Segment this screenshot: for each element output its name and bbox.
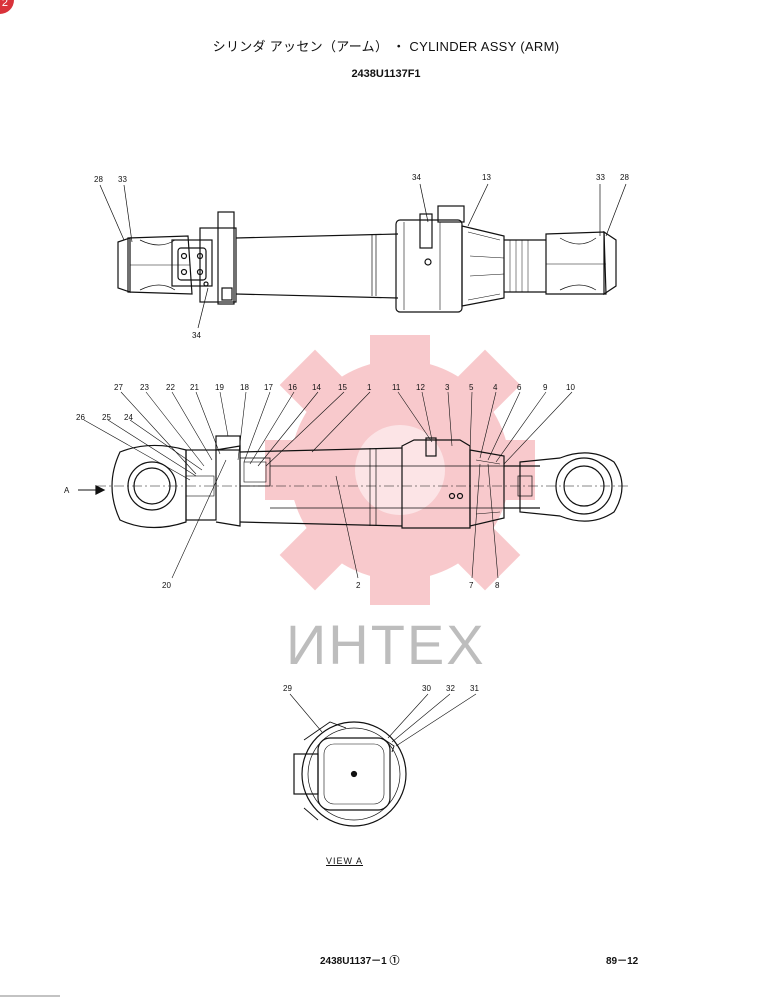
label-1: 1 bbox=[367, 383, 372, 392]
top-view bbox=[99, 183, 627, 329]
label-11: 11 bbox=[392, 383, 401, 392]
label-25: 25 bbox=[102, 413, 111, 422]
watermark-text: ИНТЕХ bbox=[286, 613, 486, 676]
label-23: 23 bbox=[140, 383, 149, 392]
label-24: 24 bbox=[124, 413, 133, 422]
label-2: 2 bbox=[356, 581, 361, 590]
label-20: 20 bbox=[162, 581, 171, 590]
view-a bbox=[289, 693, 477, 827]
label-3: 3 bbox=[445, 383, 450, 392]
page-title: シリンダ アッセン（アーム） ・ CYLINDER ASSY (ARM) bbox=[212, 39, 560, 54]
label-19: 19 bbox=[215, 383, 224, 392]
label-9: 9 bbox=[543, 383, 548, 392]
view-caption: VIEW A bbox=[326, 856, 364, 866]
label-13: 13 bbox=[482, 173, 491, 182]
label-17: 17 bbox=[264, 383, 273, 392]
label-21: 21 bbox=[190, 383, 199, 392]
label-5: 5 bbox=[469, 383, 474, 392]
part-code: 2438U1137F1 bbox=[351, 68, 421, 80]
label-10: 10 bbox=[566, 383, 575, 392]
label-8: 8 bbox=[495, 581, 500, 590]
label-7: 7 bbox=[469, 581, 474, 590]
label-14: 14 bbox=[312, 383, 321, 392]
label-33-right: 33 bbox=[596, 173, 605, 182]
label-28-right: 28 bbox=[620, 173, 629, 182]
label-31: 31 bbox=[470, 684, 479, 693]
footer-page-code: 2438U1137－1 ① bbox=[320, 956, 400, 967]
label-29: 29 bbox=[283, 684, 292, 693]
footer-page-number: 89－12 bbox=[606, 956, 639, 967]
label-4: 4 bbox=[493, 383, 498, 392]
label-34-top: 34 bbox=[412, 173, 421, 182]
label-34-bottom: 34 bbox=[192, 331, 201, 340]
section-view bbox=[78, 391, 630, 579]
label-6: 6 bbox=[517, 383, 522, 392]
label-18: 18 bbox=[240, 383, 249, 392]
label-27: 27 bbox=[114, 383, 123, 392]
label-26: 26 bbox=[76, 413, 85, 422]
label-22: 22 bbox=[166, 383, 175, 392]
label-15: 15 bbox=[338, 383, 347, 392]
label-16: 16 bbox=[288, 383, 297, 392]
label-32: 32 bbox=[446, 684, 455, 693]
label-30: 30 bbox=[422, 684, 431, 693]
label-12: 12 bbox=[416, 383, 425, 392]
arrow-a-label: A bbox=[64, 486, 70, 495]
label-33-left: 33 bbox=[118, 175, 127, 184]
label-28-left: 28 bbox=[94, 175, 103, 184]
